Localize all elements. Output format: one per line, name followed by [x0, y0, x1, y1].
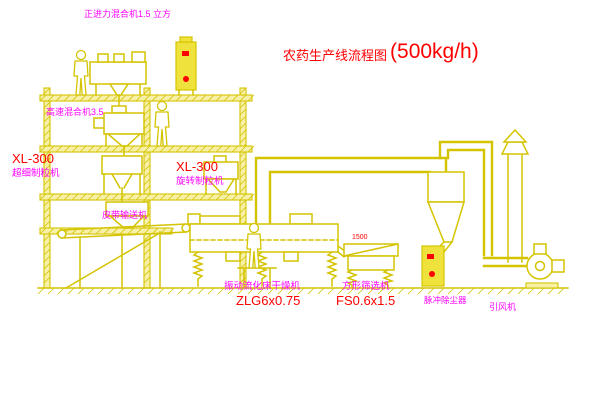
building-frame: [39, 87, 255, 289]
label-granulator-left-model: XL-300: [12, 151, 54, 166]
label-granulator-right-name: 旋转制粒机: [176, 176, 224, 187]
label-dryer-model: ZLG6x0.75: [236, 293, 301, 308]
label-sieve-model: FS0.6x1.5: [336, 293, 396, 308]
title-capacity: (500kg/h): [390, 40, 479, 63]
label-granulator-right-model: XL-300: [176, 159, 218, 174]
worker-top-floor: [73, 49, 89, 96]
label-paddle-mixer: 正进力混合机1.5 立方: [84, 9, 172, 19]
bucket-elevator-bottom: [421, 245, 445, 287]
feed-hopper: [105, 193, 149, 229]
label-granulator-left-name: 超细制粒机: [12, 168, 60, 179]
square-sieve: [343, 243, 399, 288]
label-belt-conveyor: 皮带输送机: [102, 210, 148, 220]
label-high-speed-mixer: 高速混合机3.5: [46, 107, 104, 117]
title-text: 农药生产线流程图: [283, 48, 388, 63]
fluid-bed-dryer: [187, 213, 348, 287]
granulator-left: [101, 145, 143, 195]
label-sieve-name: 方形筛选机: [342, 281, 390, 292]
granulator-right: [203, 155, 239, 195]
exhaust-stack: [500, 128, 530, 263]
label-fan: 引风机: [489, 302, 517, 312]
ground-line: [37, 287, 569, 295]
label-sieve-dimension: 1500: [352, 234, 368, 241]
high-speed-mixer: [93, 105, 145, 147]
diagram-title: 农药生产线流程图 (500kg/h): [283, 40, 479, 64]
exhaust-duct: [254, 156, 448, 226]
worker-second-floor: [154, 100, 170, 147]
cyclone-separator: [426, 140, 494, 257]
bucket-elevator-top: [175, 36, 197, 96]
induced-draft-fan: [482, 243, 565, 289]
paddle-mixer: [89, 51, 147, 113]
label-dust-collector: 脉冲除尘器: [424, 295, 467, 305]
label-dryer-name: 振动流化床干燥机: [224, 281, 301, 292]
